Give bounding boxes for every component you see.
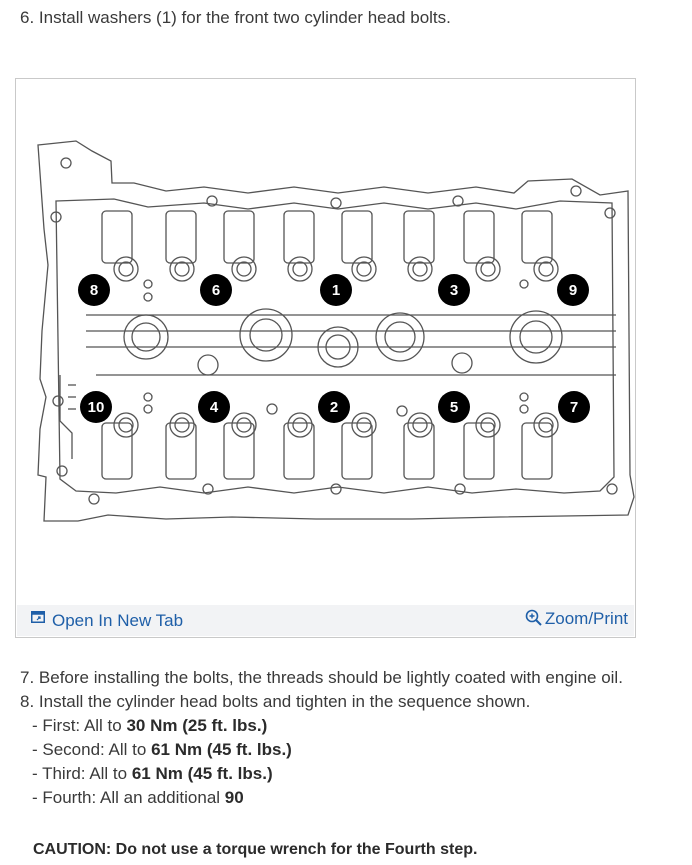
open-in-new-tab-link[interactable]: Open In New Tab xyxy=(31,611,183,631)
bolt-label: 10 xyxy=(88,399,105,416)
zoom-print-link[interactable]: Zoom/Print xyxy=(525,609,628,629)
bolt-marker xyxy=(200,274,232,306)
figure-toolbar: Open In New Tab Zoom/Print xyxy=(17,605,634,636)
step-7-text: 7. Before installing the bolts, the thre… xyxy=(20,668,623,687)
bolt-marker xyxy=(438,391,470,423)
step-8-text: 8. Install the cylinder head bolts and t… xyxy=(20,692,531,711)
bolt-label: 2 xyxy=(330,399,338,416)
bolt-marker xyxy=(78,274,110,306)
torque-step-value: 61 Nm (45 ft. lbs.) xyxy=(131,764,273,783)
cylinder-head-figure: 8 6 1 3 9 10 4 2 5 7 Open In New Tab Zoo… xyxy=(15,78,636,638)
torque-step-second: - Second: All to 61 Nm (45 ft. lbs.) xyxy=(20,738,623,762)
bolt-markers xyxy=(78,274,590,423)
torque-step-fourth: - Fourth: All an additional 90 xyxy=(20,786,623,810)
torque-step-label: - Third: All to xyxy=(32,764,132,783)
bolt-label: 3 xyxy=(450,282,458,299)
open-in-new-tab-label: Open In New Tab xyxy=(52,611,184,630)
external-tab-icon xyxy=(31,611,45,627)
bolt-marker xyxy=(557,274,589,306)
bolt-label: 8 xyxy=(90,282,98,299)
torque-step-third: - Third: All to 61 Nm (45 ft. lbs.) xyxy=(20,762,623,786)
instruction-steps: 7. Before installing the bolts, the thre… xyxy=(20,666,623,810)
bolt-label: 1 xyxy=(332,282,340,299)
torque-step-label: - First: All to xyxy=(32,716,127,735)
torque-step-label: - Second: All to xyxy=(32,740,152,759)
bolt-marker xyxy=(198,391,230,423)
bolt-marker xyxy=(320,274,352,306)
bolt-label: 4 xyxy=(210,399,219,416)
bolt-marker xyxy=(558,391,590,423)
torque-step-first: - First: All to 30 Nm (25 ft. lbs.) xyxy=(20,714,623,738)
magnifier-zoom-icon xyxy=(525,609,542,628)
bolt-label: 9 xyxy=(569,282,577,299)
torque-step-label: - Fourth: All an additional xyxy=(32,788,225,807)
bolt-label: 5 xyxy=(450,399,458,416)
bolt-marker xyxy=(318,391,350,423)
bolt-label: 6 xyxy=(212,282,220,299)
torque-step-value: 90 xyxy=(224,788,244,807)
zoom-print-label: Zoom/Print xyxy=(544,609,628,628)
torque-step-value: 61 Nm (45 ft. lbs.) xyxy=(151,740,292,759)
torque-step-value: 30 Nm (25 ft. lbs.) xyxy=(126,716,268,735)
caution-text: CAUTION: Do not use a torque wrench for … xyxy=(33,841,478,858)
cylinder-head-diagram: 8 6 1 3 9 10 4 2 5 7 xyxy=(37,140,635,522)
bolt-marker xyxy=(438,274,470,306)
bolt-marker xyxy=(80,391,112,423)
step-6-text: 6. Install washers (1) for the front two… xyxy=(20,8,451,27)
bolt-label: 7 xyxy=(570,399,578,416)
